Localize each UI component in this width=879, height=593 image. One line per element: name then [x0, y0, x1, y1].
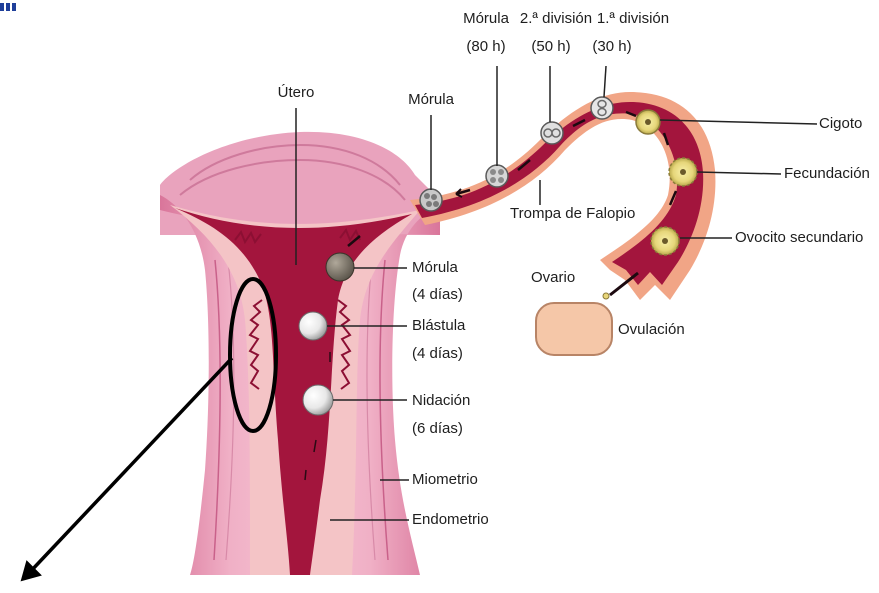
label-cigoto: Cigoto — [819, 115, 862, 133]
label-morula-80h: Mórula — [463, 10, 509, 28]
label-second-division: 2.ª división — [520, 10, 592, 28]
label-nidacion-time: (6 días) — [412, 420, 463, 438]
label-nidacion: Nidación — [412, 392, 470, 410]
label-morula-uterus: Mórula — [412, 259, 458, 277]
label-morula-uterus-time: (4 días) — [412, 286, 463, 304]
label-morula-80h-time: (80 h) — [466, 38, 505, 56]
label-morula-tube: Mórula — [408, 91, 454, 109]
label-fecundacion: Fecundación — [784, 165, 870, 183]
label-ovulacion: Ovulación — [618, 321, 685, 339]
label-miometrio: Miometrio — [412, 471, 478, 489]
label-second-division-time: (50 h) — [531, 38, 570, 56]
label-endometrio: Endometrio — [412, 511, 489, 529]
label-blastula-time: (4 días) — [412, 345, 463, 363]
ovary-illustration — [536, 293, 612, 355]
label-utero: Útero — [278, 84, 315, 102]
label-blastula: Blástula — [412, 317, 465, 335]
label-trompa-falopio: Trompa de Falopio — [510, 205, 635, 223]
label-first-division: 1.ª división — [597, 10, 669, 28]
label-ovocito-secundario: Ovocito secundario — [735, 229, 863, 247]
label-first-division-time: (30 h) — [592, 38, 631, 56]
uterus-illustration — [160, 132, 440, 575]
label-ovario: Ovario — [531, 269, 575, 287]
